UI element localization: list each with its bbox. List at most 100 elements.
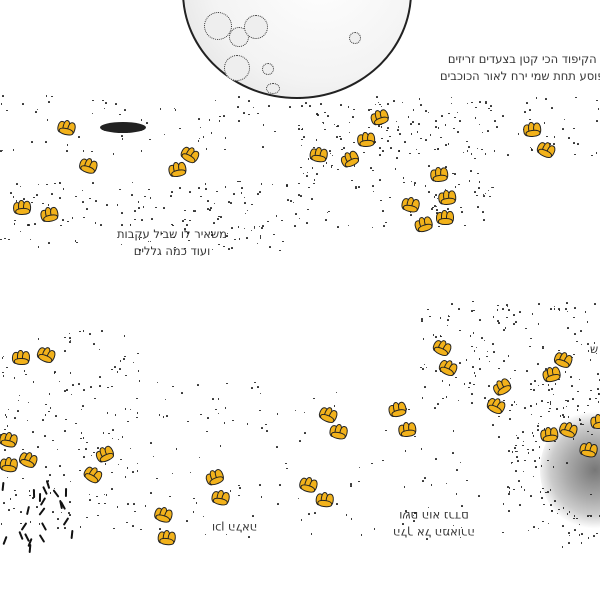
stipple-dot xyxy=(124,408,127,410)
stipple-dot xyxy=(484,397,486,399)
stipple-dot xyxy=(353,165,356,167)
stipple-dot xyxy=(416,131,419,133)
stipple-dot xyxy=(59,182,62,184)
stipple-dot xyxy=(397,129,399,131)
stipple-dot xyxy=(257,193,260,195)
stipple-dot xyxy=(558,378,560,381)
stipple-dot xyxy=(37,183,40,186)
stipple-dot xyxy=(596,120,598,122)
stipple-dot xyxy=(435,370,437,372)
stipple-dot xyxy=(481,131,484,134)
stipple-dot xyxy=(580,343,583,346)
hedgehog-footprint xyxy=(167,159,188,179)
stipple-dot xyxy=(589,398,592,401)
stipple-dot xyxy=(551,509,553,512)
stipple-dot xyxy=(554,500,556,502)
stipple-dot xyxy=(589,359,592,362)
stipple-dot xyxy=(228,201,230,204)
stipple-dot xyxy=(316,173,318,175)
stipple-dot xyxy=(47,480,50,482)
stipple-dot xyxy=(331,154,334,157)
stipple-dot xyxy=(358,186,360,188)
stipple-dot xyxy=(580,541,583,544)
stipple-dot xyxy=(29,494,31,497)
stipple-dot xyxy=(503,359,505,362)
stipple-dot xyxy=(0,150,2,152)
stipple-dot xyxy=(472,332,475,334)
verse-right-edge: ש xyxy=(590,342,599,356)
stipple-dot xyxy=(259,191,261,193)
stipple-dot xyxy=(121,436,124,438)
stipple-dot xyxy=(1,356,4,359)
stipple-dot xyxy=(507,154,509,156)
stipple-dot xyxy=(294,213,297,215)
stipple-dot xyxy=(48,410,50,413)
stipple-dot xyxy=(550,388,553,390)
hedgehog-footprint xyxy=(338,147,361,169)
stipple-dot xyxy=(12,149,15,151)
stipple-dot xyxy=(119,367,121,370)
stipple-dot xyxy=(586,343,589,345)
stipple-dot xyxy=(66,144,69,146)
stipple-dot xyxy=(576,517,578,520)
stipple-dot xyxy=(413,184,416,186)
stipple-dot xyxy=(472,300,474,303)
stipple-dot xyxy=(136,412,139,415)
stipple-dot xyxy=(179,127,181,130)
stipple-dot xyxy=(541,497,543,499)
stipple-dot xyxy=(563,118,566,121)
stipple-dot xyxy=(442,397,444,400)
stipple-dot xyxy=(111,488,113,490)
stipple-dot xyxy=(138,380,141,382)
stipple-dot xyxy=(485,101,488,104)
stipple-dot xyxy=(8,238,11,241)
stipple-dot xyxy=(303,411,306,414)
stipple-dot xyxy=(27,224,30,226)
stipple-dot xyxy=(458,183,460,186)
stipple-dot xyxy=(562,525,564,527)
stipple-dot xyxy=(502,308,504,311)
stipple-dot xyxy=(22,448,24,451)
hedgehog-footprint xyxy=(0,428,19,449)
stipple-dot xyxy=(539,490,542,493)
stipple-dot xyxy=(64,350,66,352)
stipple-dot xyxy=(129,408,132,411)
stipple-dot xyxy=(68,332,71,335)
stipple-dot xyxy=(445,482,448,485)
stipple-dot xyxy=(86,516,88,519)
grass-stroke xyxy=(28,544,31,554)
stipple-dot xyxy=(587,430,589,433)
stipple-dot xyxy=(496,308,499,311)
stipple-dot xyxy=(510,462,513,465)
stipple-dot xyxy=(45,95,48,97)
stipple-dot xyxy=(329,152,332,155)
stipple-dot xyxy=(447,142,450,145)
stipple-dot xyxy=(324,111,327,114)
stipple-dot xyxy=(453,127,455,130)
stipple-dot xyxy=(313,182,315,185)
stipple-dot xyxy=(29,521,32,523)
stipple-dot xyxy=(414,182,416,185)
stipple-dot xyxy=(69,341,71,343)
stipple-dot xyxy=(407,408,410,411)
stipple-dot xyxy=(481,148,483,151)
stipple-dot xyxy=(64,336,66,339)
stipple-dot xyxy=(547,401,549,404)
stipple-dot xyxy=(313,146,316,149)
stipple-dot xyxy=(171,472,174,475)
stipple-dot xyxy=(490,105,492,107)
stipple-dot xyxy=(492,343,494,345)
stipple-dot xyxy=(42,419,44,421)
hedgehog-footprint xyxy=(157,527,177,546)
hedgehog-footprint xyxy=(81,462,104,485)
stipple-dot xyxy=(574,306,576,309)
stipple-dot xyxy=(42,202,45,205)
stipple-dot xyxy=(241,187,243,189)
stipple-dot xyxy=(404,450,407,452)
stipple-dot xyxy=(44,414,47,416)
stipple-dot xyxy=(252,515,254,517)
stipple-dot xyxy=(212,398,214,400)
stipple-dot xyxy=(277,503,279,505)
stipple-dot xyxy=(531,313,534,315)
stipple-dot xyxy=(537,527,540,530)
